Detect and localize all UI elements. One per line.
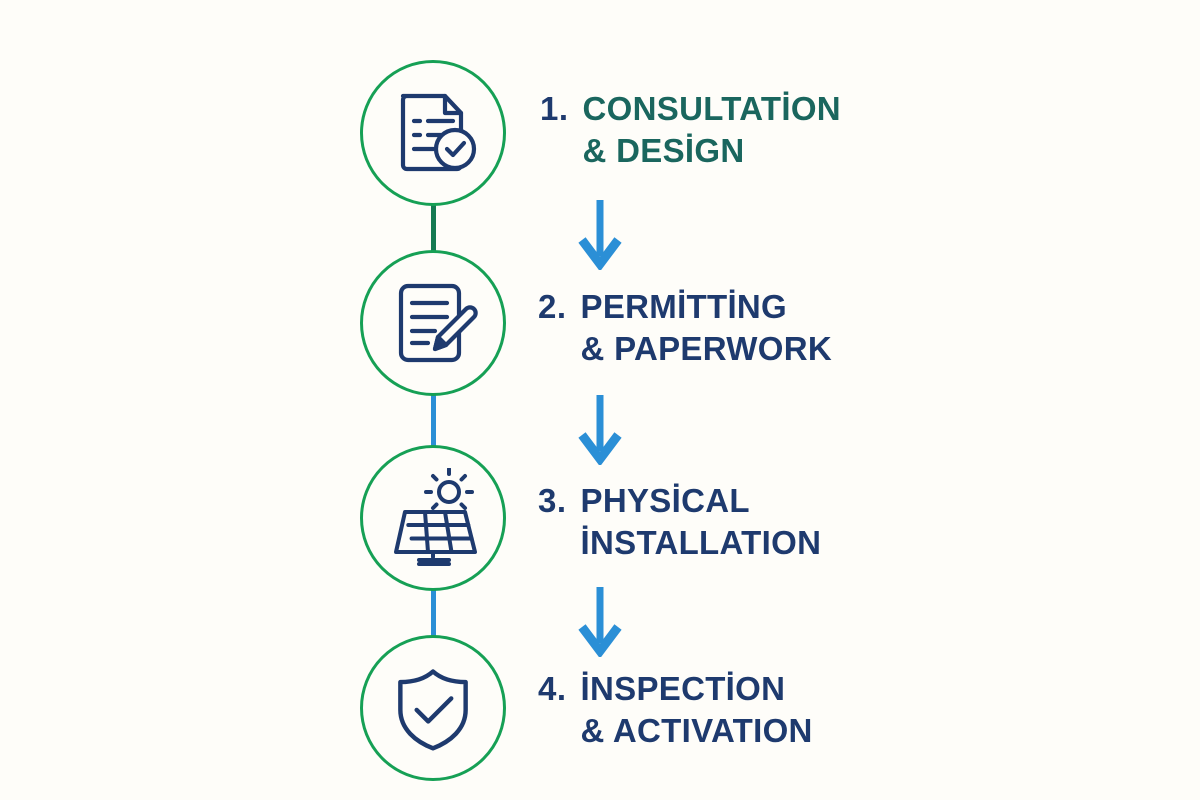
arrow-step2-to-step3	[576, 393, 624, 470]
document-checkmark-icon	[383, 83, 483, 183]
arrow-step1-to-step2	[576, 198, 624, 275]
step-2-label-line1: PERMİTTİNG	[580, 288, 788, 325]
step-1-label-line2: & DESİGN	[582, 131, 745, 169]
step-3-number: 3.	[538, 482, 567, 519]
step-2-label-line2: & PAPERWORK	[580, 329, 832, 367]
connector-step1-step2	[431, 200, 436, 270]
connector-step2-step3	[431, 392, 436, 462]
step-1-number: 1.	[540, 90, 569, 127]
step-1-label: CONSULTATİON & DESİGN	[583, 88, 841, 172]
step-2-text: 2. PERMİTTİNG & PAPERWORK	[538, 286, 832, 370]
step-4-text: 4. İNSPECTİON & ACTIVATION	[538, 668, 813, 752]
step-3-label: PHYSİCAL İNSTALLATION	[581, 480, 822, 564]
step-3-circle[interactable]	[360, 445, 506, 591]
step-1-text: 1. CONSULTATİON & DESİGN	[540, 88, 841, 172]
step-2-label: PERMİTTİNG & PAPERWORK	[581, 286, 832, 370]
step-2-circle[interactable]	[360, 250, 506, 396]
step-2-number: 2.	[538, 288, 567, 325]
step-4-label-line2: & ACTIVATION	[580, 711, 813, 749]
step-4-circle[interactable]	[360, 635, 506, 781]
step-3-label-line1: PHYSİCAL	[580, 482, 750, 519]
step-4-number: 4.	[538, 670, 567, 707]
arrow-step3-to-step4	[576, 585, 624, 662]
solar-panel-sun-icon	[383, 468, 483, 568]
shield-check-icon	[385, 660, 481, 756]
connector-step3-step4	[431, 586, 436, 652]
document-pen-icon	[383, 273, 483, 373]
step-4-label-line1: İNSPECTİON	[580, 670, 786, 707]
step-1-circle[interactable]	[360, 60, 506, 206]
step-3-text: 3. PHYSİCAL İNSTALLATION	[538, 480, 821, 564]
step-3-label-line2: İNSTALLATION	[580, 523, 822, 561]
step-4-label: İNSPECTİON & ACTIVATION	[581, 668, 813, 752]
step-1-label-line1: CONSULTATİON	[582, 90, 841, 127]
